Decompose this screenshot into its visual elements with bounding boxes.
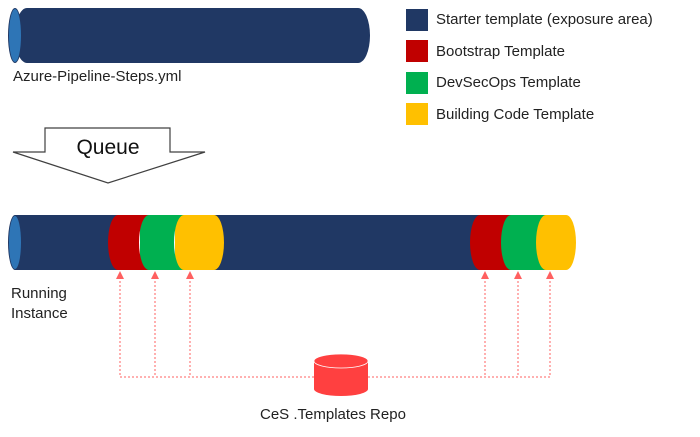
connector-arrowheads xyxy=(116,271,554,279)
legend: Starter template (exposure area) Bootstr… xyxy=(406,4,653,130)
legend-item-bootstrap: Bootstrap Template xyxy=(406,36,653,68)
legend-label-starter: Starter template (exposure area) xyxy=(436,11,653,29)
bootstrap-swatch xyxy=(406,40,428,63)
legend-label-devsecops: DevSecOps Template xyxy=(436,74,581,92)
repo-connectors xyxy=(119,273,551,378)
legend-item-building: Building Code Template xyxy=(406,99,653,131)
running-label-line1: Running xyxy=(11,285,67,302)
templates-repo-cylinder xyxy=(313,353,369,396)
legend-item-starter: Starter template (exposure area) xyxy=(406,4,653,36)
legend-label-building: Building Code Template xyxy=(436,105,595,123)
legend-item-devsecops: DevSecOps Template xyxy=(406,67,653,99)
devsecops-swatch xyxy=(406,71,428,94)
top-pipe-label: Azure-Pipeline-Steps.yml xyxy=(13,68,182,85)
queue-arrow: Queue xyxy=(12,127,206,184)
running-label-line2: Instance xyxy=(11,305,68,322)
running-instance-pipe xyxy=(8,215,576,270)
queue-label: Queue xyxy=(76,136,139,159)
repo-label: CeS .Templates Repo xyxy=(260,406,406,423)
building-swatch xyxy=(406,103,428,126)
legend-label-bootstrap: Bootstrap Template xyxy=(436,42,565,60)
starter-swatch xyxy=(406,8,428,31)
running-instance-label: Running Instance xyxy=(11,284,68,324)
starter-template-pipe xyxy=(8,8,370,63)
